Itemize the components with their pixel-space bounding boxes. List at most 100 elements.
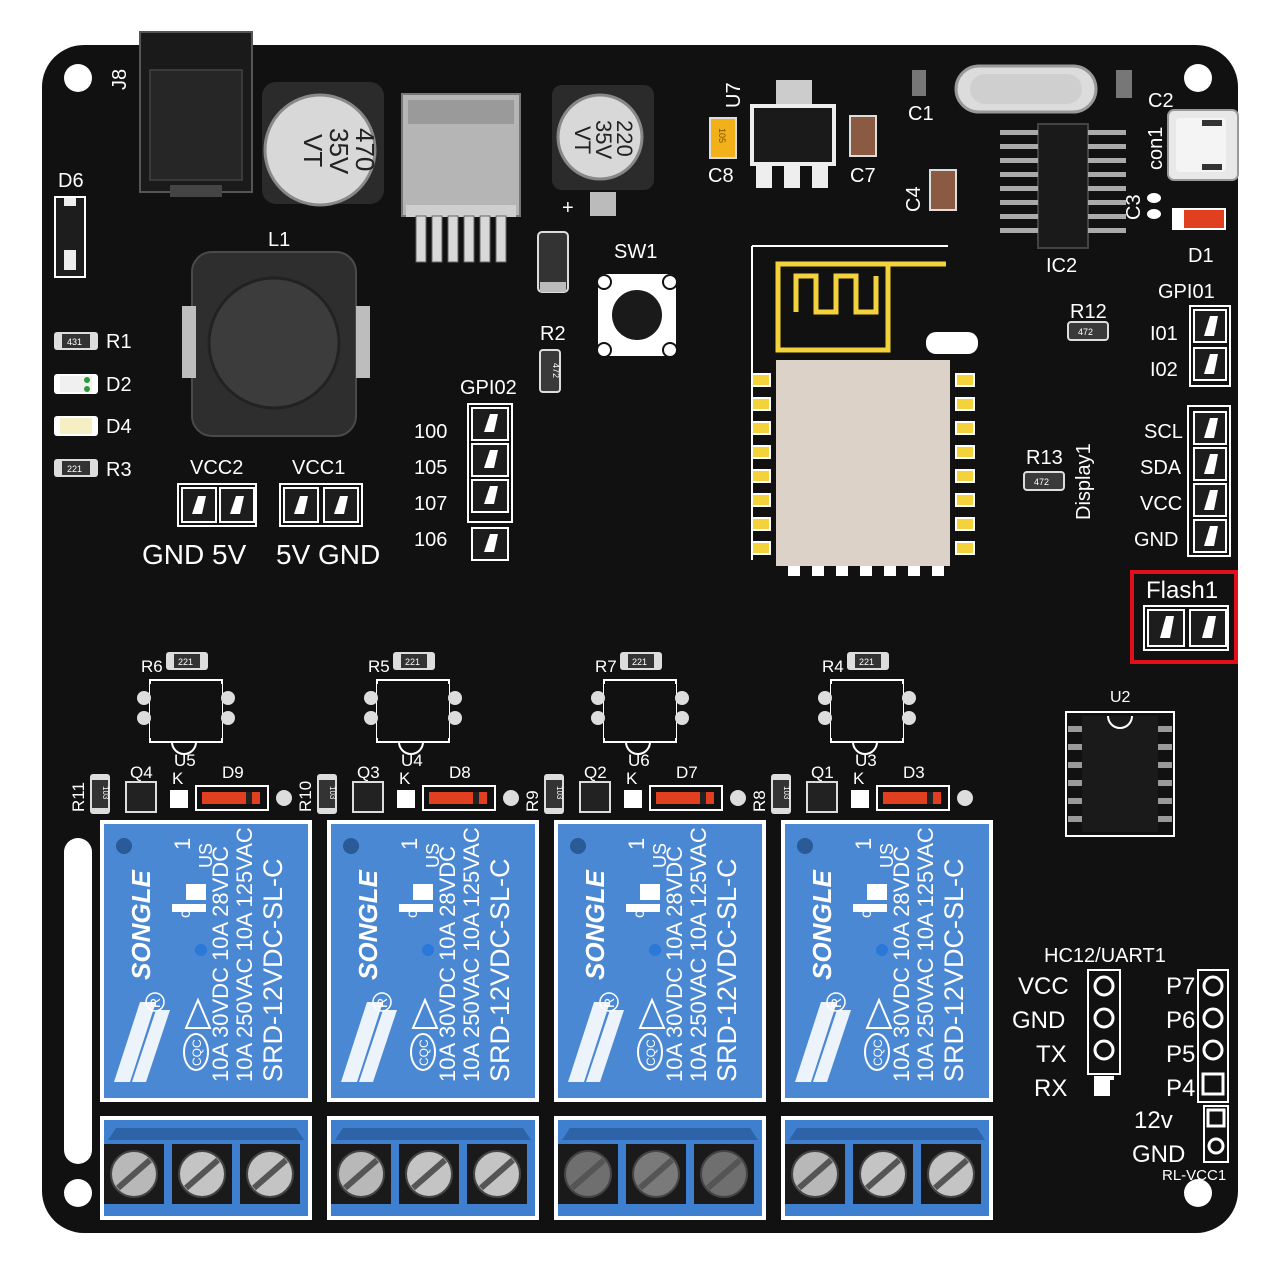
relay-center-dot <box>422 944 434 956</box>
cathode-label: K <box>853 769 865 788</box>
diode-outline <box>876 785 950 811</box>
diode-band <box>473 792 479 804</box>
terminal-screw-slot <box>343 1157 379 1191</box>
flash1-header[interactable]: Flash1 <box>1130 570 1238 664</box>
vcc1-label: VCC1 <box>292 457 345 479</box>
diode-d6: D6 <box>54 170 86 278</box>
relay-rating-ac: 10A 250VAC 10A 125VAC <box>913 827 938 1082</box>
relay-rating-ac: 10A 250VAC 10A 125VAC <box>686 827 711 1082</box>
optocoupler-pin <box>675 711 689 725</box>
flash1-label: Flash1 <box>1146 577 1218 604</box>
opto-resistor-value: 221 <box>405 657 420 667</box>
optocoupler-label: U4 <box>401 751 423 770</box>
relay-logo <box>114 1002 170 1082</box>
terminal-screw-slot <box>638 1157 674 1191</box>
r12-value: 472 <box>1078 327 1093 337</box>
relay-cqc-text: CQC <box>644 1039 658 1066</box>
relay-ul-logo <box>626 884 660 912</box>
display-pin-gnd[interactable]: GND <box>1134 519 1227 553</box>
terminal-top-edge <box>108 1128 304 1140</box>
gpio2-pin-105[interactable]: 105 <box>414 443 509 479</box>
optocoupler-body <box>831 684 903 738</box>
c4-label: C4 <box>903 186 925 212</box>
side-resistor-core <box>546 780 562 808</box>
gpio2-pin-106[interactable]: 106 <box>414 527 509 561</box>
resistor-core <box>855 654 881 668</box>
cap-470-value: 470 <box>350 128 380 171</box>
relay-corner-hole <box>343 838 359 854</box>
j8-label: J8 <box>109 69 131 90</box>
uart-right-pins[interactable] <box>1197 969 1229 1103</box>
diode-band <box>700 792 706 804</box>
display-pin-sda[interactable]: SDA <box>1140 447 1227 481</box>
smd-diode <box>537 231 569 293</box>
relay-corner-hole <box>797 838 813 854</box>
ic2-label: IC2 <box>1046 255 1077 277</box>
relay-brand: SONGLE <box>580 870 610 980</box>
display-pin-vcc[interactable]: VCC <box>1140 483 1227 517</box>
resistor-r12: R12 472 <box>1067 301 1109 341</box>
optocoupler-pin <box>221 711 235 725</box>
uart-header-area: HC12/UART1 VCC GND TX RX P7 P6 P5 P4 <box>1012 945 1229 1184</box>
optocoupler-notch <box>625 741 651 755</box>
side-resistor-core <box>92 780 108 808</box>
diode-lead <box>503 790 519 806</box>
relay-rating-ac: 10A 250VAC 10A 125VAC <box>459 827 484 1082</box>
transistor-label: Q2 <box>584 763 607 782</box>
opto-resistor-value: 221 <box>859 657 874 667</box>
display-pin-scl[interactable]: SCL <box>1144 411 1227 445</box>
uart-left-pins[interactable] <box>1087 969 1121 1096</box>
capacitor-c7: C7 <box>849 115 877 187</box>
cap-220-value: 220 <box>612 120 637 157</box>
u7-label: U7 <box>723 82 745 108</box>
relay-corner-hole <box>116 838 132 854</box>
usb-connector: C2 con1 C3 D1 <box>1123 90 1239 267</box>
push-switch-sw1[interactable]: SW1 <box>596 241 678 358</box>
relay-cert-1: 1 <box>397 838 422 850</box>
diode-lead <box>957 790 973 806</box>
relay-cert-c: c <box>177 910 194 918</box>
c1-label: C1 <box>908 103 934 125</box>
optocoupler-notch <box>398 741 424 755</box>
display1-label: Display1 <box>1073 443 1095 520</box>
diode-band <box>927 792 933 804</box>
power-headers: VCC2 VCC1 GND 5V 5V GND <box>142 457 380 570</box>
board-slot <box>64 838 92 1164</box>
relay-cert-c: c <box>631 910 648 918</box>
resistor-r13: R13 472 Display1 <box>1023 443 1095 520</box>
gpio2-pin-107[interactable]: 107 <box>414 479 509 515</box>
display-label-vcc: VCC <box>1140 493 1182 515</box>
flyback-diode-label: D3 <box>903 763 925 782</box>
gpio2-pin-100[interactable]: 100 <box>414 407 509 443</box>
optocoupler-pin <box>675 691 689 705</box>
terminal-screw-slot <box>933 1157 969 1191</box>
wifi-module <box>751 245 978 576</box>
optocoupler-label: U6 <box>628 751 650 770</box>
gpio1-pin-io2[interactable]: I02 <box>1150 347 1227 381</box>
gpio1-pin-io1[interactable]: I01 <box>1150 309 1227 345</box>
relay-cqc-ring <box>183 1033 209 1071</box>
side-resistor-label: R11 <box>69 782 88 812</box>
transistor-label: Q3 <box>357 763 380 782</box>
relay-cert-us: US <box>650 843 670 868</box>
gpio1-label-io1: I01 <box>1150 323 1178 345</box>
vcc1-pins[interactable] <box>279 483 363 527</box>
gpio1-title: GPI01 <box>1158 281 1215 303</box>
optocoupler-pin <box>591 691 605 705</box>
rl-vcc-pins[interactable] <box>1203 1105 1229 1163</box>
relay-ul-logo <box>172 884 206 912</box>
gpio2-label-105: 105 <box>414 457 447 479</box>
transistor-body <box>806 781 838 813</box>
vcc2-pins[interactable] <box>177 483 257 527</box>
gpio2-label-107: 107 <box>414 493 447 515</box>
r2-label: R2 <box>540 323 566 345</box>
l1-label: L1 <box>268 229 290 251</box>
relay-rating-dc: 10A 30VDC 10A 28VDC <box>435 846 460 1082</box>
rl-vcc-title: RL-VCC1 <box>1162 1167 1226 1184</box>
opto-resistor-label: R6 <box>141 657 163 676</box>
inductor-l1: L1 <box>182 229 370 437</box>
r1-value: 431 <box>67 337 82 347</box>
terminal-screw-slot <box>116 1157 152 1191</box>
relay-cert-c: c <box>858 910 875 918</box>
